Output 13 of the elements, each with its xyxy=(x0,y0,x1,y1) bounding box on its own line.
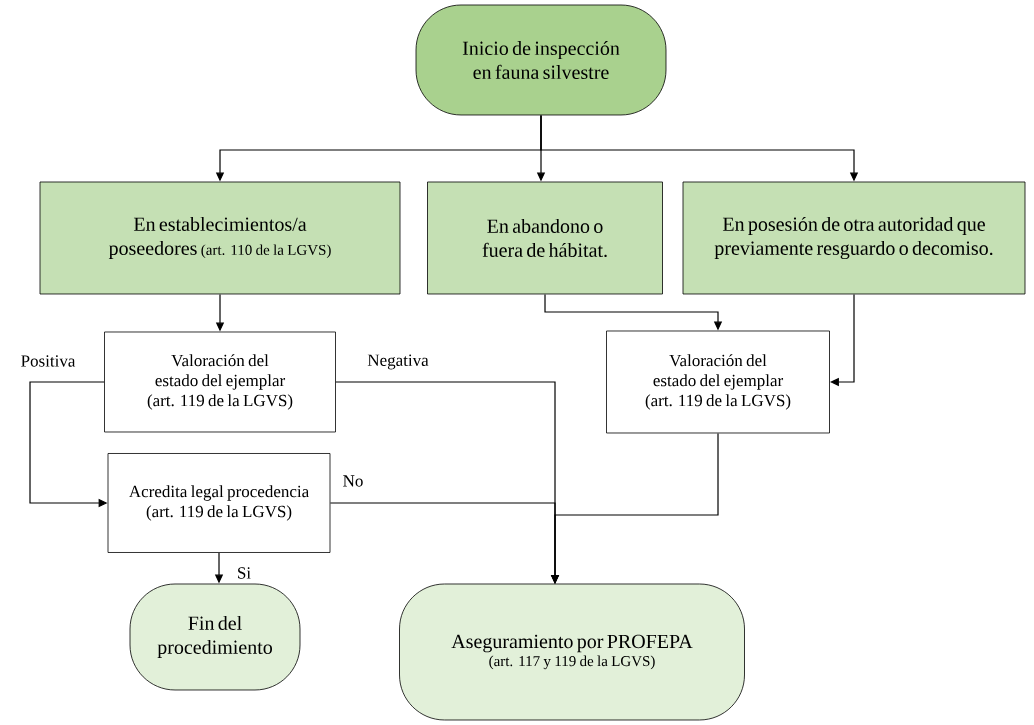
process-box: Valoración del estado del ejemplar (art. 119 de la LGVS) xyxy=(104,331,336,433)
terminal-box: Aseguramiento por PROFEPA (art. 117 y 119 de la LGVS) xyxy=(399,583,745,721)
edge-label: Negativa xyxy=(366,353,430,371)
process-box: Acredita legal procedencia (art. 119 de la LGVS) xyxy=(107,453,331,553)
terminal-box: Fin del procedimiento xyxy=(129,583,301,691)
edge-label: Positiva xyxy=(19,354,77,368)
process-box: En abandono o fuera de hábitat. xyxy=(427,181,663,295)
terminal-box: Inicio de inspección en fauna silvestre xyxy=(415,4,667,116)
process-box: Valoración del estado del ejemplar (art. 119 de la LGVS) xyxy=(606,330,830,434)
edge-label: No xyxy=(341,474,365,488)
edge-label: Si xyxy=(235,566,253,580)
process-box: En establecimientos/a poseedores (art. 110 de la LGVS) xyxy=(39,181,401,295)
process-box: En posesión de otra autoridad que previamente resguardo o decomiso. xyxy=(682,181,1026,295)
